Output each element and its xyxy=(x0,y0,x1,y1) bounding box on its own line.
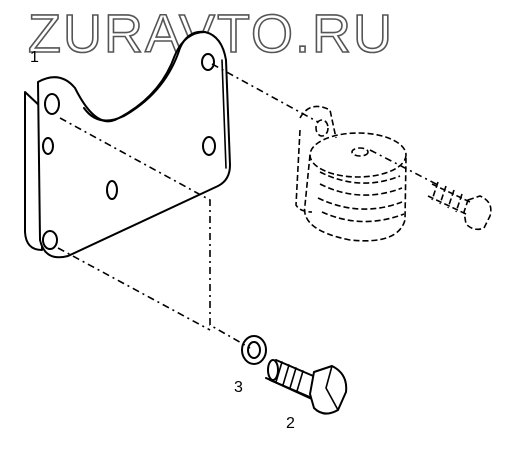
bracket-hole xyxy=(42,230,58,250)
bolt-head-edge xyxy=(325,365,339,411)
bracket-top-edge xyxy=(83,30,206,122)
engine-mount xyxy=(295,105,407,242)
mount-ring xyxy=(319,171,401,184)
mount-top-face xyxy=(309,132,407,178)
mount-stud-bolt xyxy=(427,181,492,231)
callout-2: 2 xyxy=(286,415,295,432)
bracket-right-edge xyxy=(221,59,227,169)
centerline-right xyxy=(369,149,441,187)
bracket-hole xyxy=(42,137,54,155)
stud-shank-top xyxy=(431,183,471,203)
washer xyxy=(241,335,267,365)
bolt-tip xyxy=(267,359,279,381)
mount-body xyxy=(303,154,407,242)
mount-ring xyxy=(319,183,403,196)
bolt-thread xyxy=(275,361,304,392)
bolt-head xyxy=(309,365,348,415)
mount-tab-hole xyxy=(315,119,329,137)
assembly-lines xyxy=(57,63,441,349)
bracket-hole xyxy=(44,93,60,115)
centerline-lower xyxy=(59,117,251,349)
stud-thread xyxy=(431,181,463,213)
centerline-bottom xyxy=(57,247,211,331)
mounting-bracket xyxy=(24,30,231,259)
bracket-hole xyxy=(202,136,216,156)
mount-center-hole xyxy=(351,147,369,157)
bracket-plate xyxy=(37,31,231,259)
bolt xyxy=(265,359,348,415)
bracket-hole xyxy=(106,180,118,200)
mount-tab xyxy=(299,105,337,139)
stud-nut xyxy=(463,195,492,231)
stud-shank-bottom xyxy=(427,195,467,215)
callout-3: 3 xyxy=(234,379,243,396)
mount-ring xyxy=(321,211,405,223)
washer-outer xyxy=(241,335,267,365)
centerline-upper xyxy=(211,63,319,123)
callout-1: 1 xyxy=(30,49,39,66)
bolt-center-axis xyxy=(265,377,315,401)
washer-inner xyxy=(247,341,261,359)
mount-flange xyxy=(295,129,313,213)
bracket-hole xyxy=(201,53,215,71)
mount-ring xyxy=(317,197,403,210)
